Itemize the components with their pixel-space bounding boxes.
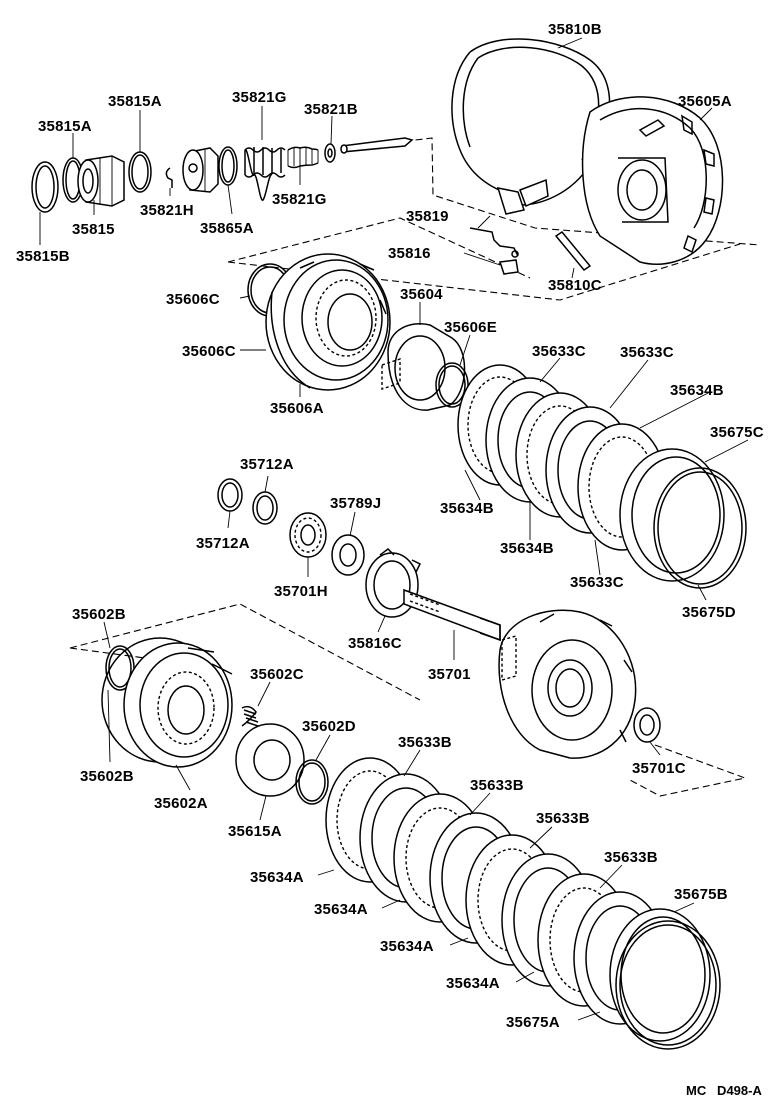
label-35602D: 35602D [302, 718, 356, 735]
label-35821B: 35821B [304, 101, 358, 118]
thrust-bearing-35701H [289, 512, 327, 558]
label-35821G-bottom: 35821G [272, 191, 327, 208]
spring-35602C [241, 705, 259, 727]
brake-band-35810B [451, 38, 611, 215]
label-35606E: 35606E [444, 319, 497, 336]
label-35634B-b: 35634B [500, 540, 554, 557]
snap-ring-35602D [295, 759, 329, 805]
pin-35816 [498, 259, 519, 275]
label-35602A: 35602A [154, 795, 208, 812]
label-35634A-d: 35634A [446, 975, 500, 992]
piston-35821 [182, 147, 219, 193]
clutch-drum-35701 [498, 609, 637, 759]
seal-ring-35712A-right [252, 491, 278, 525]
piston-35606A [265, 253, 391, 391]
label-35712A-bottom: 35712A [196, 535, 250, 552]
label-35821H: 35821H [140, 202, 194, 219]
piston-35602A [123, 642, 233, 768]
dashed-outline-lower [69, 603, 747, 797]
label-35810B: 35810B [548, 21, 602, 38]
label-35675C: 35675C [710, 424, 764, 441]
label-35810C: 35810C [548, 277, 602, 294]
label-35815A-top: 35815A [108, 93, 162, 110]
washer-35701C [633, 707, 661, 743]
pin-35821H [165, 167, 173, 188]
clutch-hub-35604 [381, 323, 466, 411]
label-35712A-top: 35712A [240, 456, 294, 473]
label-35815B: 35815B [16, 248, 70, 265]
label-35633B-c: 35633B [536, 810, 590, 827]
spring-35821G-large [244, 147, 286, 201]
leader-lines [39, 37, 749, 1021]
label-35815: 35815 [72, 221, 115, 238]
label-35634B-right: 35634B [670, 382, 724, 399]
part-labels: 35810B 35605A 35815A 35821G 35821B 35815… [16, 21, 764, 1031]
input-shaft-35701 [403, 588, 501, 642]
label-35602C: 35602C [250, 666, 304, 683]
label-35633C-c: 35633C [570, 574, 624, 591]
label-35815A-left: 35815A [38, 118, 92, 135]
label-35819: 35819 [406, 208, 449, 225]
label-35633C-b: 35633C [620, 344, 674, 361]
label-35606C-b: 35606C [182, 343, 236, 360]
label-35633B-a: 35633B [398, 734, 452, 751]
spring-35821G-small [287, 146, 319, 169]
label-35821G-top: 35821G [232, 89, 287, 106]
label-35816C: 35816C [348, 635, 402, 652]
drum-35605A [581, 96, 724, 265]
band-anchor-35819 [469, 227, 519, 258]
label-35675D: 35675D [682, 604, 736, 621]
label-35633B-b: 35633B [470, 777, 524, 794]
flange-35675C [619, 448, 725, 582]
snap-ring-35815B [31, 161, 59, 213]
label-35602B-bottom: 35602B [80, 768, 134, 785]
label-35634A-a: 35634A [250, 869, 304, 886]
pin-rod [340, 137, 414, 154]
label-35634B-a: 35634B [440, 500, 494, 517]
label-35816: 35816 [388, 245, 431, 262]
drawing-reference-code: MC D498-A [686, 1083, 762, 1098]
o-ring-35865A [218, 146, 238, 186]
race-35789J [331, 534, 365, 576]
label-35675B: 35675B [674, 886, 728, 903]
label-35615A: 35615A [228, 823, 282, 840]
label-35602B-top: 35602B [72, 606, 126, 623]
label-35701: 35701 [428, 666, 471, 683]
seal-ring-35712A-left [217, 478, 243, 512]
label-35701H: 35701H [274, 583, 328, 600]
label-35604: 35604 [400, 286, 443, 303]
snap-ring-35675A [615, 920, 721, 1050]
o-ring-35815A-top [128, 151, 152, 193]
label-35633B-d: 35633B [604, 849, 658, 866]
label-35605A: 35605A [678, 93, 732, 110]
label-35634A-c: 35634A [380, 938, 434, 955]
strut-35810C [554, 230, 592, 272]
label-35701C: 35701C [632, 760, 686, 777]
label-35606C-a: 35606C [166, 291, 220, 308]
label-35634A-b: 35634A [314, 901, 368, 918]
washer-35821B [324, 143, 336, 163]
label-35633C-a: 35633C [532, 343, 586, 360]
label-35606A: 35606A [270, 400, 324, 417]
label-35675A: 35675A [506, 1014, 560, 1031]
label-35865A: 35865A [200, 220, 254, 237]
label-35789J: 35789J [330, 495, 381, 512]
spring-retainer-35615A [235, 723, 305, 797]
piston-35815 [77, 155, 125, 207]
